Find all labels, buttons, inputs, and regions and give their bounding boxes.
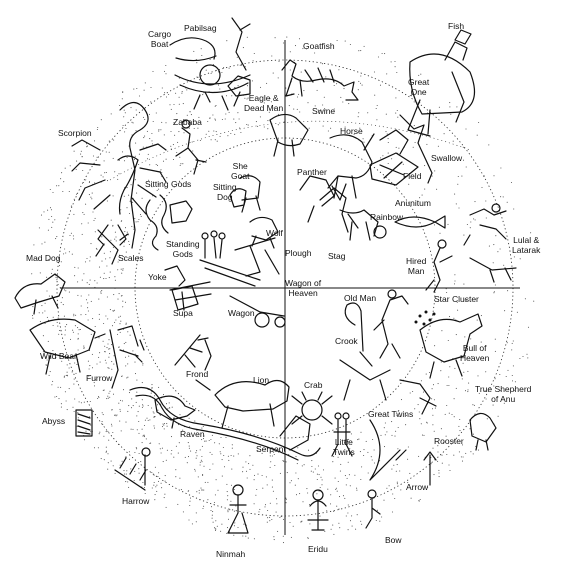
star-cluster-figure (414, 310, 436, 326)
lulal-latarak-figure (463, 203, 517, 283)
mad-dog-figure (14, 273, 66, 315)
supa-figure (171, 285, 199, 311)
label-wild-boar: Wild Boar (40, 351, 77, 361)
label-field: Field (403, 171, 422, 181)
milky-way-stipple (31, 36, 535, 544)
label-fish: Fish (448, 21, 465, 31)
label-great-one: Great One (408, 77, 430, 97)
label-serpent: Serpent (256, 444, 286, 454)
label-true-shepherd: True Shepherd of Anu (475, 384, 532, 404)
label-lulal-latarak: Lulal & Latarak (512, 235, 541, 255)
label-ninmah: Ninmah (216, 549, 246, 559)
standing-gods-figure (201, 230, 226, 259)
label-wolf: Wolf (266, 228, 283, 238)
horse-figure (327, 133, 375, 199)
swine-figure (227, 75, 309, 157)
label-wagon: Wagon (228, 308, 255, 318)
label-wagon-of-heaven: Wagon of Heaven (285, 278, 322, 298)
label-bull-of-heaven: Bull of Heaven (460, 343, 490, 363)
label-stag: Stag (328, 251, 346, 261)
label-swine: Swine (312, 106, 336, 116)
label-scorpion: Scorpion (58, 128, 92, 138)
label-she-goat: She Goat (231, 161, 250, 181)
label-old-man: Old Man (344, 293, 377, 303)
label-lion: Lion (253, 375, 270, 385)
label-goatfish: Goatfish (303, 41, 335, 51)
label-rooster: Rooster (434, 436, 464, 446)
ninmah-figure (227, 484, 249, 534)
she-goat-figure (229, 175, 261, 213)
scorpion-figure (71, 101, 167, 249)
plough-figure (234, 237, 280, 277)
crab-figure (291, 391, 333, 425)
label-crab: Crab (304, 380, 323, 390)
label-abyss: Abyss (42, 416, 66, 426)
little-twins-figure (331, 412, 353, 457)
label-frond: Frond (186, 369, 209, 379)
label-plough: Plough (285, 248, 312, 258)
furrow-figure (109, 325, 145, 389)
label-yoke: Yoke (148, 272, 167, 282)
label-star-cluster: Star Cluster (434, 294, 479, 304)
scales-figure (95, 229, 129, 265)
label-eagle-dead-man: Eagle & Dead Man (244, 93, 284, 113)
swallow-figure (369, 114, 433, 186)
anunitum-figure (373, 215, 446, 239)
rooster-figure (469, 412, 497, 451)
label-panther: Panther (297, 167, 327, 177)
pabilsag-figure (169, 17, 251, 111)
crook-figure (344, 302, 373, 367)
hired-man-figure (425, 239, 453, 293)
panther-figure (299, 175, 359, 233)
label-mad-dog: Mad Dog (26, 253, 61, 263)
bow-figure (365, 419, 407, 529)
label-crook: Crook (335, 336, 358, 346)
goatfish-figure (281, 59, 359, 101)
label-horse: Horse (340, 126, 363, 136)
label-rainbow: Rainbow (370, 212, 404, 222)
label-arrow: Arrow (406, 482, 429, 492)
stag-figure (331, 183, 379, 241)
eridu-figure (307, 489, 329, 531)
bull-figure (419, 313, 483, 379)
lion-figure (195, 379, 290, 429)
harrow-figure (114, 447, 151, 491)
label-raven: Raven (180, 429, 205, 439)
label-bow: Bow (385, 535, 402, 545)
sitting-gods-figure (145, 194, 193, 251)
label-harrow: Harrow (122, 496, 150, 506)
label-little-twins: Little Twins (333, 437, 355, 457)
label-standing-gods: Standing Gods (166, 239, 200, 259)
arrow-figure (423, 451, 437, 486)
label-scales: Scales (118, 253, 144, 263)
label-zababa: Zababa (173, 117, 202, 127)
label-great-twins: Great Twins (368, 409, 414, 419)
label-hired-man: Hired Man (406, 256, 427, 276)
label-pabilsag: Pabilsag (184, 23, 217, 33)
label-eridu: Eridu (308, 544, 328, 554)
wagon-figure (229, 295, 286, 328)
frond-figure (174, 334, 212, 371)
label-cargo-boat: Cargo Boat (148, 29, 172, 49)
label-supa: Supa (173, 308, 193, 318)
label-swallow: Swallow (431, 153, 463, 163)
label-furrow: Furrow (86, 373, 113, 383)
label-sitting-gods: Sitting Gods (145, 179, 192, 189)
yoke-figure (164, 265, 186, 287)
serpent-figure (129, 387, 321, 461)
zababa-figure (175, 119, 207, 175)
label-anunitum: Anunitum (395, 198, 431, 208)
label-sitting-dog: Sitting Dog (213, 182, 237, 202)
abyss-figure (75, 409, 93, 437)
old-man-figure (373, 289, 409, 359)
wild-boar-figure (29, 318, 106, 375)
wagon-of-heaven-figure (169, 259, 261, 301)
great-twins-figure (339, 359, 437, 415)
great-one-figure (407, 29, 476, 137)
